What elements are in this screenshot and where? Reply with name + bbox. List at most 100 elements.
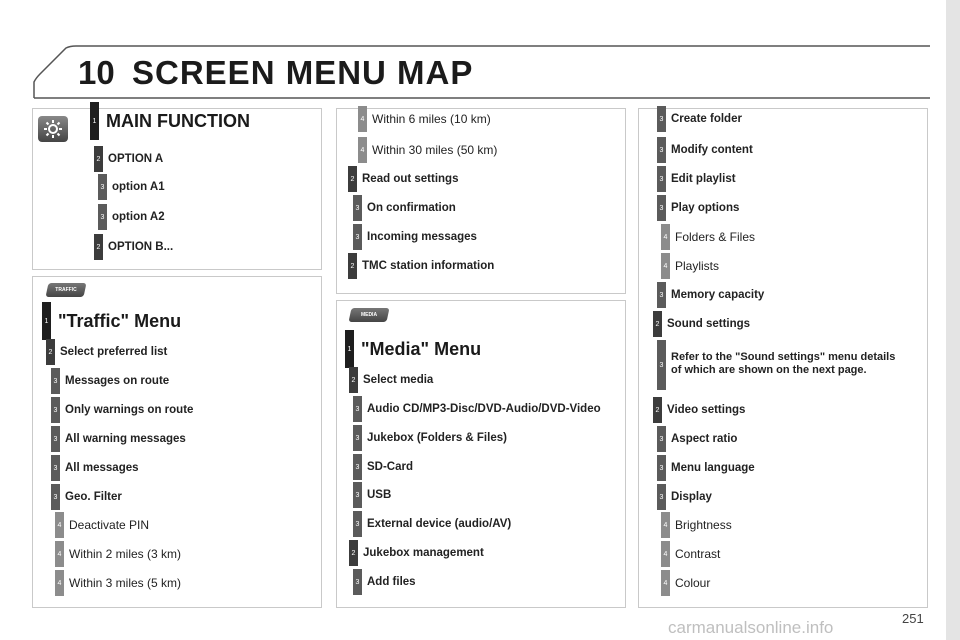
- level-marker: 4: [55, 512, 64, 538]
- level-marker: 1: [90, 102, 99, 140]
- level-marker: 2: [349, 540, 358, 566]
- panel-main-function: [32, 108, 322, 270]
- settings-gear-icon: [38, 116, 68, 142]
- page-number: 251: [902, 611, 924, 626]
- menu-row-label: Aspect ratio: [671, 433, 738, 445]
- menu-row-label: Video settings: [667, 404, 746, 416]
- chapter-number: 10: [78, 54, 115, 91]
- level-marker: 2: [653, 311, 662, 337]
- menu-row-label: Select media: [363, 374, 434, 386]
- menu-row-label: OPTION B...: [108, 241, 174, 253]
- level-marker: 1: [345, 330, 354, 368]
- level-marker: 3: [353, 482, 362, 508]
- panel-traffic-menu: [32, 276, 322, 608]
- menu-row-label: "Media" Menu: [361, 339, 482, 359]
- menu-row-label: Within 2 miles (3 km): [69, 547, 182, 561]
- header-tab-shape: [33, 45, 930, 99]
- menu-row-label: SD-Card: [367, 461, 414, 473]
- menu-row-label: Within 30 miles (50 km): [372, 143, 498, 157]
- level-marker: 3: [98, 174, 107, 200]
- level-marker: 3: [353, 195, 362, 221]
- menu-row-label: Play options: [671, 202, 740, 214]
- level-marker: 3: [353, 425, 362, 451]
- menu-row-label: Create folder: [671, 113, 742, 125]
- level-marker: 3: [353, 511, 362, 537]
- menu-row-label: On confirmation: [367, 202, 456, 214]
- menu-row-label: Menu language: [671, 462, 755, 474]
- level-marker: 3: [353, 396, 362, 422]
- menu-row-label: Display: [671, 491, 712, 503]
- level-marker: 3: [353, 569, 362, 595]
- menu-row-label: Deactivate PIN: [69, 518, 150, 532]
- level-marker: 3: [353, 454, 362, 480]
- level-marker: 2: [94, 146, 103, 172]
- level-marker: 4: [661, 541, 670, 567]
- level-marker: 4: [358, 137, 367, 163]
- menu-row-label: Edit playlist: [671, 173, 736, 185]
- panel-media-menu: [336, 300, 626, 608]
- level-marker: 3: [657, 282, 666, 308]
- menu-row-label: Jukebox (Folders & Files): [367, 432, 507, 444]
- menu-row-label: Modify content: [671, 144, 753, 156]
- menu-row-label: USB: [367, 489, 392, 501]
- menu-row-label: All warning messages: [65, 433, 186, 445]
- menu-row-label: Read out settings: [362, 173, 459, 185]
- menu-row-label: Incoming messages: [367, 231, 477, 243]
- level-marker: 3: [51, 484, 60, 510]
- level-marker: 3: [51, 368, 60, 394]
- level-marker: 3: [657, 455, 666, 481]
- menu-row-label: Select preferred list: [60, 346, 168, 358]
- menu-row-label: Contrast: [675, 547, 721, 561]
- level-marker: 2: [349, 367, 358, 393]
- level-marker: 4: [661, 253, 670, 279]
- level-marker: 2: [653, 397, 662, 423]
- level-marker: 3: [657, 106, 666, 132]
- menu-row-label: Within 6 miles (10 km): [372, 112, 491, 126]
- level-marker: 2: [46, 339, 55, 365]
- level-marker: 3: [51, 397, 60, 423]
- level-marker: 4: [55, 541, 64, 567]
- panel-traffic-continued: [336, 108, 626, 294]
- level-marker: 3: [353, 224, 362, 250]
- level-marker: 3: [657, 195, 666, 221]
- traffic-badge-label: TRAFFIC: [55, 287, 77, 293]
- right-margin-bar: [946, 0, 960, 640]
- menu-row-label: MAIN FUNCTION: [106, 111, 250, 131]
- watermark: carmanualsonline.info: [668, 618, 834, 637]
- menu-row-label: TMC station information: [362, 260, 495, 272]
- level-marker: 3: [51, 426, 60, 452]
- menu-row-label: Brightness: [675, 518, 732, 532]
- level-marker: 4: [661, 512, 670, 538]
- menu-row-label: External device (audio/AV): [367, 518, 512, 530]
- level-marker: 4: [55, 570, 64, 596]
- level-marker: 2: [348, 166, 357, 192]
- traffic-badge-icon: TRAFFIC: [45, 283, 87, 297]
- menu-row-label: Refer to the "Sound settings" menu detai…: [671, 351, 896, 363]
- menu-row-label: of which are shown on the next page.: [671, 364, 867, 376]
- menu-row-label: Colour: [675, 576, 711, 590]
- level-marker: 4: [661, 224, 670, 250]
- level-marker: 3: [657, 340, 666, 390]
- menu-row-label: Sound settings: [667, 318, 751, 330]
- level-marker: 3: [657, 137, 666, 163]
- menu-row-label: OPTION A: [108, 153, 164, 165]
- media-badge-label: MEDIA: [360, 312, 378, 318]
- level-marker: 3: [51, 455, 60, 481]
- level-marker: 2: [348, 253, 357, 279]
- level-marker: 3: [657, 166, 666, 192]
- level-marker: 3: [657, 484, 666, 510]
- media-badge-icon: MEDIA: [348, 308, 390, 322]
- menu-row-label: Memory capacity: [671, 289, 765, 301]
- level-marker: 1: [42, 302, 51, 340]
- panel-media-continued: [638, 108, 928, 608]
- menu-row-label: Only warnings on route: [65, 404, 194, 416]
- menu-row-label: Geo. Filter: [65, 491, 122, 503]
- level-marker: 4: [358, 106, 367, 132]
- menu-row-label: All messages: [65, 462, 139, 474]
- menu-row-label: Messages on route: [65, 375, 170, 387]
- level-marker: 4: [661, 570, 670, 596]
- menu-row-label: Jukebox management: [363, 547, 484, 559]
- menu-row-label: option A1: [112, 181, 165, 193]
- menu-row-label: Within 3 miles (5 km): [69, 576, 182, 590]
- menu-row-label: Add files: [367, 576, 416, 588]
